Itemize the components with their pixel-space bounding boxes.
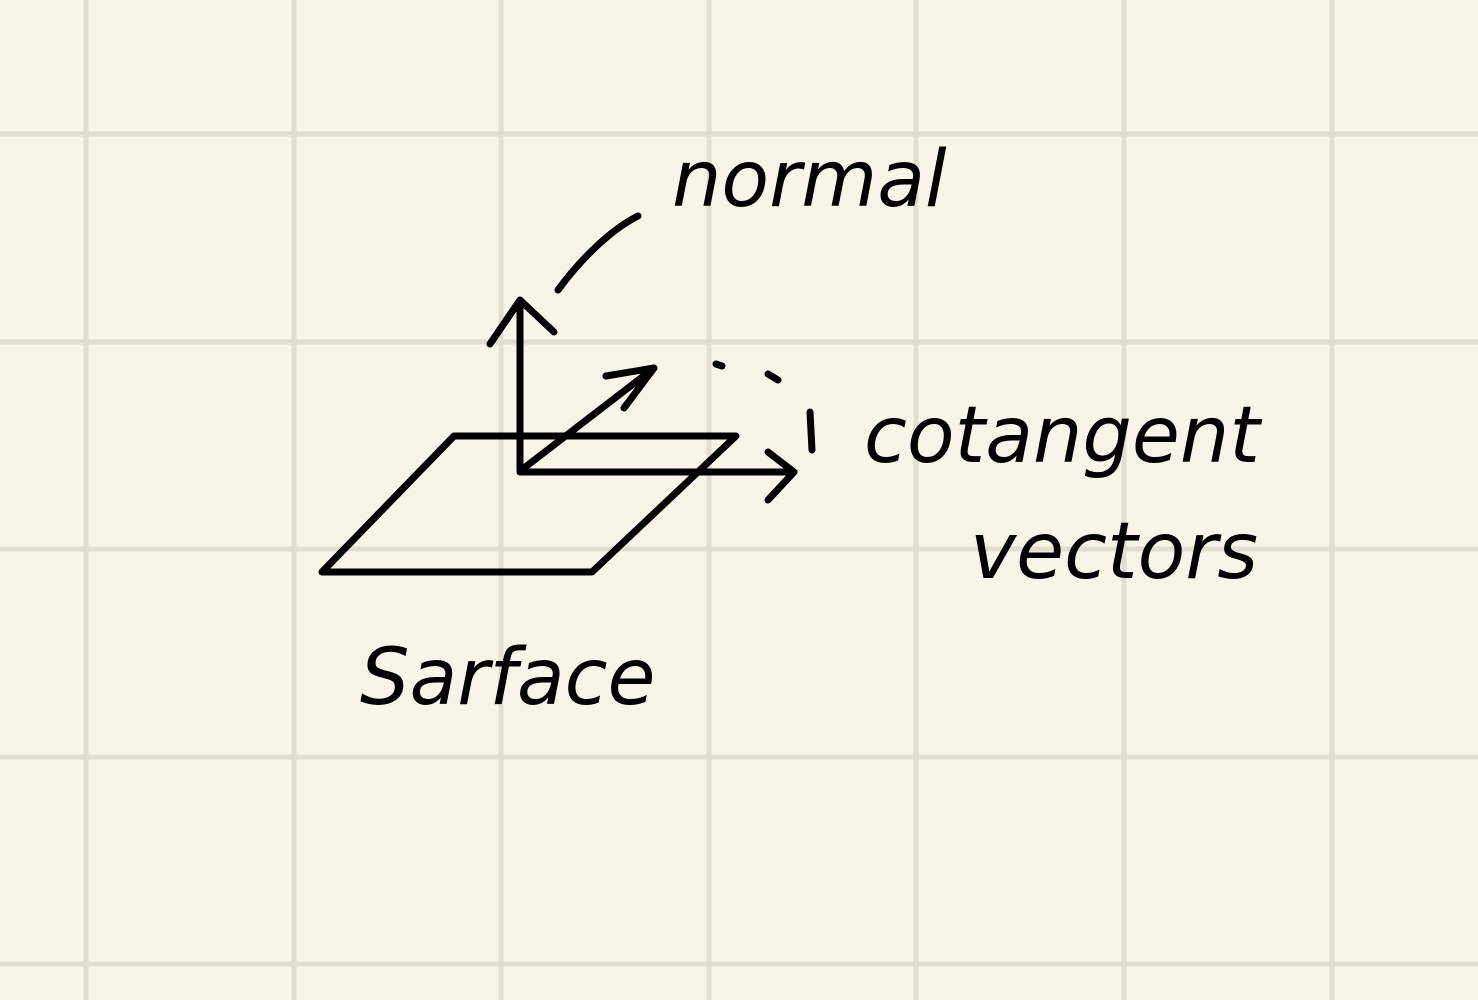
surface-label: Sarface [360,633,656,723]
normal-label: normal [672,135,947,225]
cotangent-dot-marks [712,360,816,454]
vectors-label: vectors [970,507,1258,597]
normal-leader-curve [554,212,642,294]
surface-plane [318,432,740,576]
tangent-vector-diagonal-arrow [520,364,658,472]
cotangent-label: cotangent [864,391,1262,481]
normal-vector-arrow [486,296,558,474]
tangent-vector-horizontal-arrow [516,448,798,504]
